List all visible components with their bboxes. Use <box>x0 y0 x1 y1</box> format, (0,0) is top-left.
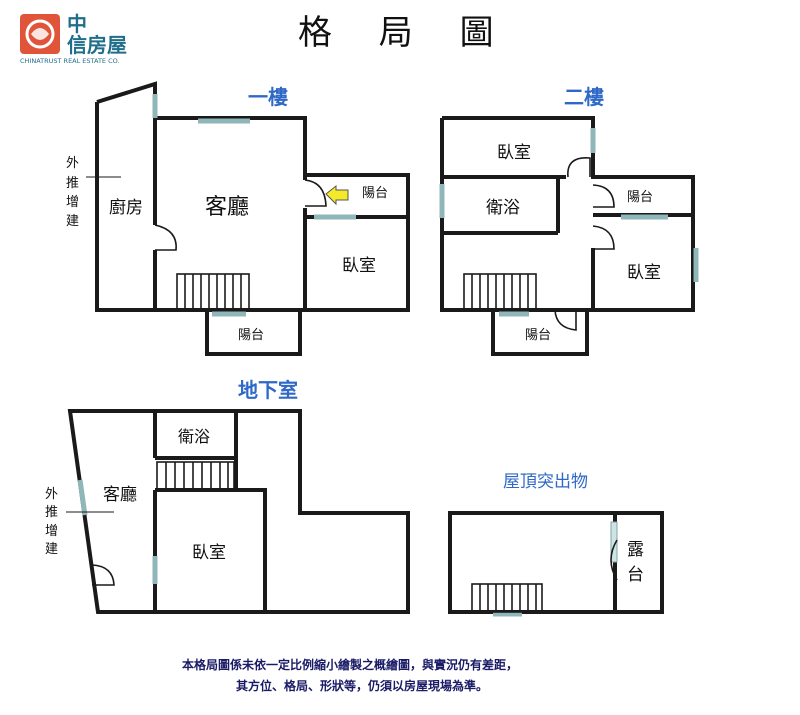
first-balcony-right-label: 陽台 <box>362 186 388 201</box>
company-logo: 中 信房屋 CHINATRUST REAL ESTATE CO. <box>20 12 127 65</box>
roof-label: 屋頂突出物 <box>503 472 588 492</box>
first-floor-plan: 一樓 廚房 客廳 陽台 臥室 陽台 <box>66 81 410 356</box>
second-floor-plan: 二樓 臥室 衛浴 陽台 臥室 陽台 <box>439 85 699 356</box>
second-bath-label: 衛浴 <box>486 198 520 218</box>
disclaimer-line-2: 其方位、格局、形狀等，仍須以房屋現場為準。 <box>236 678 488 693</box>
roof-plan: 屋頂突出物 露 台 <box>448 472 664 617</box>
second-floor-label: 二樓 <box>564 85 604 109</box>
logo-globe-icon <box>25 19 55 49</box>
logo-name-line2: 信房屋 <box>67 33 127 57</box>
basement-bath-label: 衛浴 <box>178 427 210 446</box>
first-floor-label: 一樓 <box>248 85 288 109</box>
second-balcony-bottom-label: 陽台 <box>525 328 551 343</box>
second-bedroom-top-label: 臥室 <box>497 143 531 163</box>
svg-text:推: 推 <box>45 505 58 520</box>
page-title: 格 局 圖 <box>298 13 512 53</box>
second-balcony-right-label: 陽台 <box>627 190 653 205</box>
logo-name-line1: 中 <box>67 12 87 36</box>
basement-annotation: 外 推 增 建 <box>45 487 114 557</box>
disclaimer-line-1: 本格局圖係未依一定比例縮小繪製之概繪圖，與實況仍有差距， <box>182 657 518 672</box>
basement-bedroom-label: 臥室 <box>192 543 226 563</box>
svg-text:增: 增 <box>66 195 79 210</box>
roof-terrace-label-2: 台 <box>627 565 644 585</box>
first-balcony-bottom-label: 陽台 <box>238 328 264 343</box>
basement-label: 地下室 <box>238 378 298 402</box>
first-kitchen-label: 廚房 <box>109 197 143 218</box>
basement-living-label: 客廳 <box>103 485 137 505</box>
first-living-label: 客廳 <box>205 195 249 220</box>
second-bedroom-right-label: 臥室 <box>627 263 661 283</box>
roof-stairs <box>471 583 543 613</box>
svg-text:外: 外 <box>66 156 79 171</box>
first-annotation: 外 推 增 建 <box>66 156 121 229</box>
svg-text:建: 建 <box>45 542 58 557</box>
disclaimer-note: 本格局圖係未依一定比例縮小繪製之概繪圖，與實況仍有差距， 其方位、格局、形狀等，… <box>182 657 518 693</box>
svg-text:推: 推 <box>66 176 79 191</box>
first-bedroom-label: 臥室 <box>342 256 376 276</box>
entry-arrow-icon <box>325 184 349 206</box>
second-floor-stairs <box>463 273 537 311</box>
svg-text:建: 建 <box>66 214 79 229</box>
basement-plan: 地下室 衛浴 客廳 臥室 外 推 增 建 <box>45 378 410 614</box>
svg-text:增: 增 <box>45 524 58 539</box>
first-floor-stairs <box>176 273 250 311</box>
svg-text:外: 外 <box>45 487 58 502</box>
basement-stairs <box>156 461 235 491</box>
roof-terrace-label-1: 露 <box>627 540 644 560</box>
logo-english-name: CHINATRUST REAL ESTATE CO. <box>20 57 120 65</box>
